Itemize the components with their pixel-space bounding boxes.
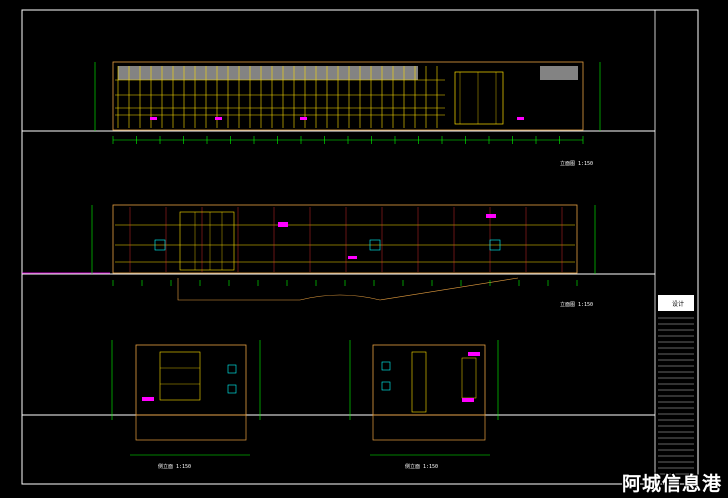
title-block-logo-text: 设计 [672,300,684,308]
view-label-side-left: 侧立面 1:150 [158,464,192,470]
view-label-side-right: 侧立面 1:150 [405,464,439,470]
rear-elevation [22,204,596,301]
drawing-frame [21,9,699,485]
title-block [658,295,694,475]
title-block-logo [658,295,694,311]
front-elevation [94,61,601,144]
side-elevation-left [111,340,261,456]
view-label-rear: 立面图 1:150 [560,302,594,308]
watermark-text: 阿城信息港 [621,473,722,495]
side-elevation-right [349,340,499,456]
view-label-front: 立面图 1:150 [560,161,594,167]
